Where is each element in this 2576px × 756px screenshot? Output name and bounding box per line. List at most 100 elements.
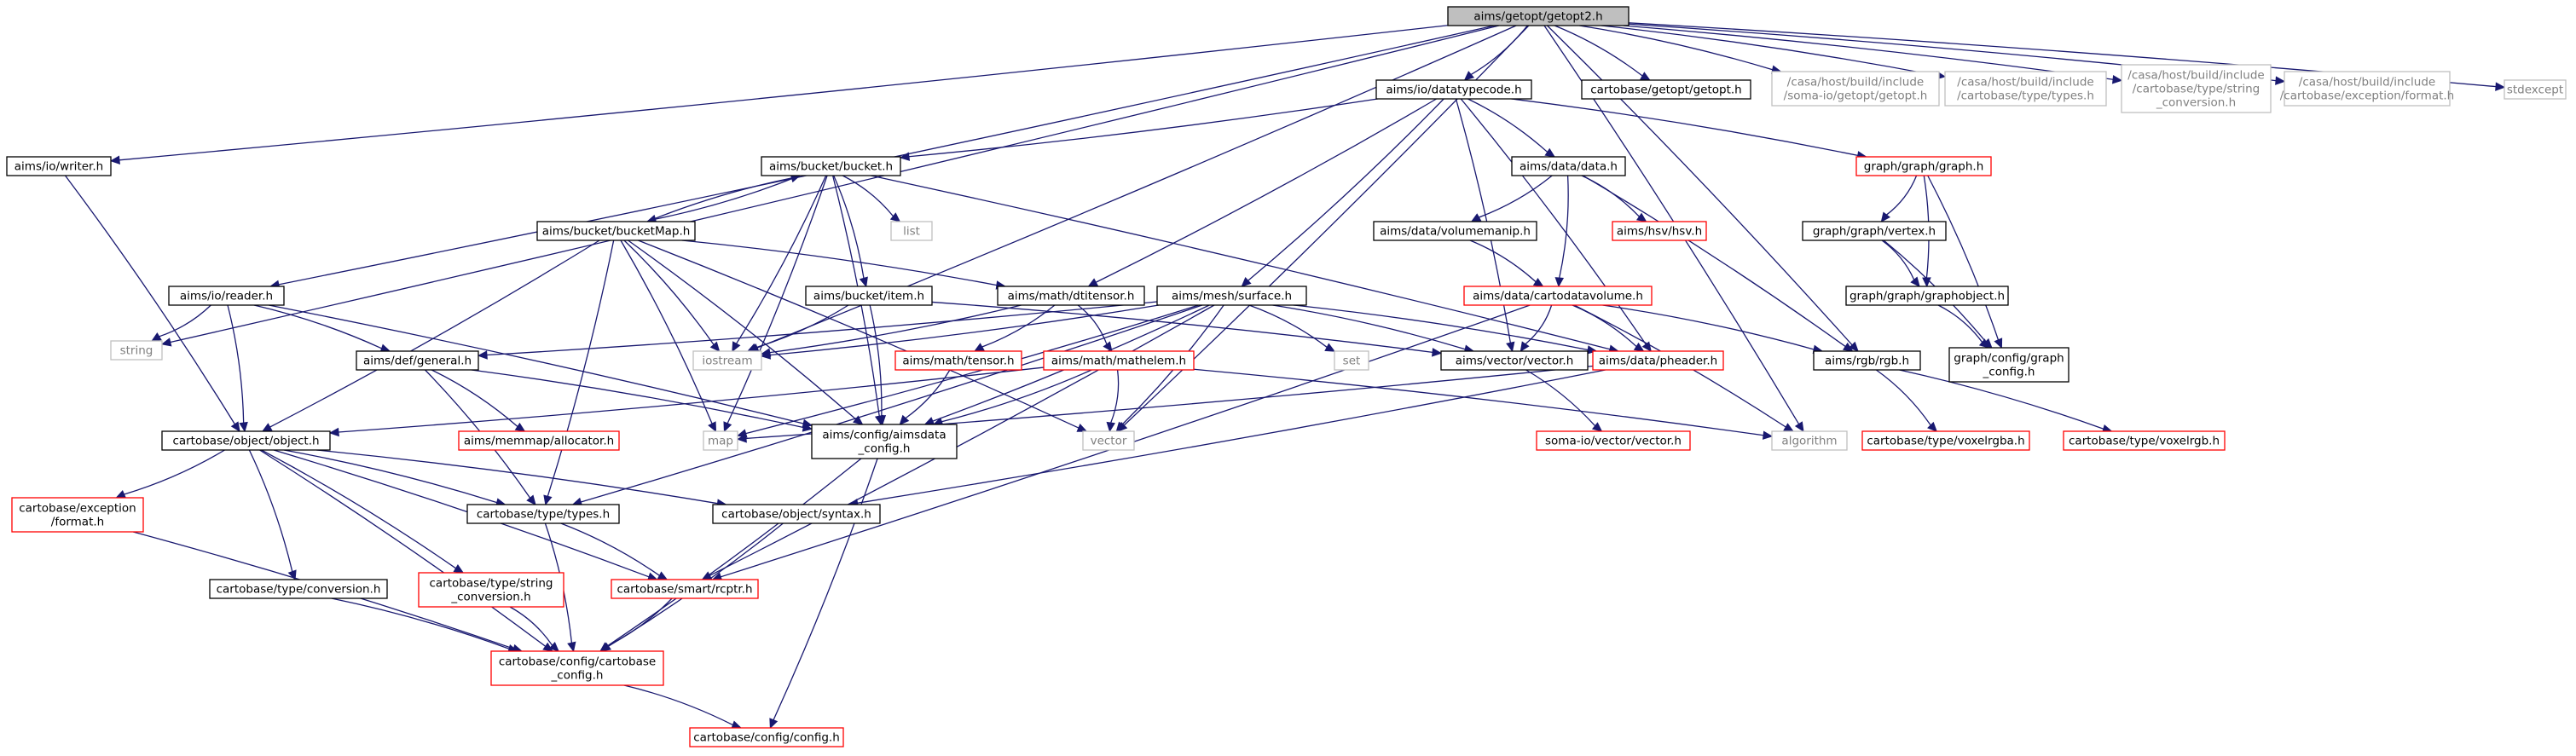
edge-item-to-aimsdata_config xyxy=(869,304,887,426)
edge-cb_config-to-config xyxy=(623,684,742,730)
edge-bucketmap-to-vector xyxy=(638,239,1088,432)
node-label: /casa/host/build/include xyxy=(2127,69,2264,83)
node-label: map xyxy=(708,435,733,448)
node-exc-format[interactable]: cartobase/exception/format.h xyxy=(11,497,144,533)
node-label: _config.h xyxy=(551,669,604,683)
node-box xyxy=(458,430,620,451)
node-graph[interactable]: graph/graph/graph.h xyxy=(1855,156,1992,176)
node-rcptr[interactable]: cartobase/smart/rcptr.h xyxy=(611,579,759,599)
node-typesh[interactable]: cartobase/type/types.h xyxy=(466,504,620,524)
node-label: _conversion.h xyxy=(450,591,530,604)
node-set: set xyxy=(1334,350,1369,371)
node-box xyxy=(1592,350,1724,371)
node-graphconfig[interactable]: graph/config/graph_config.h xyxy=(1948,347,2069,383)
node-label: aims/io/reader.h xyxy=(180,290,273,303)
node-syntax[interactable]: cartobase/object/syntax.h xyxy=(712,504,881,524)
node-volumemanip[interactable]: aims/data/volumemanip.h xyxy=(1373,221,1537,241)
node-box xyxy=(1447,6,1630,26)
node-writer[interactable]: aims/io/writer.h xyxy=(6,156,112,176)
edge-bucketmap-to-map xyxy=(620,239,717,433)
node-reader[interactable]: aims/io/reader.h xyxy=(168,286,285,306)
node-datadata[interactable]: aims/data/data.h xyxy=(1511,156,1626,176)
node-box xyxy=(1536,430,1691,451)
node-box xyxy=(1156,286,1307,306)
node-box xyxy=(1082,430,1135,451)
node-item[interactable]: aims/bucket/item.h xyxy=(805,286,933,306)
node-tensor[interactable]: aims/math/tensor.h xyxy=(894,350,1022,371)
node-graphobject[interactable]: graph/graph/graphobject.h xyxy=(1845,286,2009,306)
node-box xyxy=(1511,156,1626,176)
node-box xyxy=(1855,156,1992,176)
node-string: string xyxy=(110,340,163,361)
node-mathelem[interactable]: aims/math/mathelem.h xyxy=(1043,350,1195,371)
node-box xyxy=(466,504,620,524)
edge-objecth-to-strconv xyxy=(261,449,465,574)
node-box xyxy=(1373,221,1537,241)
node-config[interactable]: cartobase/config/config.h xyxy=(689,727,844,747)
node-label: aims/config/aimsdata xyxy=(822,429,946,442)
node-box xyxy=(6,156,112,176)
node-box xyxy=(11,497,144,533)
node-datatypecode[interactable]: aims/io/datatypecode.h xyxy=(1375,79,1532,100)
node-vertex[interactable]: graph/graph/vertex.h xyxy=(1802,221,1947,241)
node-voxelrgb[interactable]: cartobase/type/voxelrgb.h xyxy=(2063,430,2226,451)
node-dtitensor[interactable]: aims/math/dtitensor.h xyxy=(997,286,1145,306)
edge-objecth-to-cb_config xyxy=(259,449,553,652)
node-box xyxy=(703,430,738,451)
node-box xyxy=(490,650,664,686)
node-box xyxy=(811,424,958,459)
node-box xyxy=(611,579,759,599)
edge-getopt2-to-datatypecode xyxy=(1463,25,1528,81)
node-allocator[interactable]: aims/memmap/allocator.h xyxy=(458,430,620,451)
node-defgeneral[interactable]: aims/def/general.h xyxy=(356,350,479,371)
edge-mathelem-to-vector xyxy=(1106,369,1120,433)
edge-surface-to-iostream xyxy=(760,304,1159,360)
node-label: aims/vector/vector.h xyxy=(1456,355,1574,368)
node-voxelrgba[interactable]: cartobase/type/voxelrgba.h xyxy=(1861,430,2030,451)
node-somaio-vector[interactable]: soma-io/vector/vector.h xyxy=(1536,430,1691,451)
node-box xyxy=(356,350,479,371)
node-label: cartobase/type/types.h xyxy=(477,508,610,522)
node-box xyxy=(536,221,696,241)
node-strconv[interactable]: cartobase/type/string_conversion.h xyxy=(418,572,564,608)
node-objecth[interactable]: cartobase/object/object.h xyxy=(161,430,331,451)
edge-objecth-to-syntax xyxy=(315,449,727,508)
node-label: _config.h xyxy=(1983,366,2035,379)
edge-bucket-to-map xyxy=(723,175,828,433)
node-pheader[interactable]: aims/data/pheader.h xyxy=(1592,350,1724,371)
node-casa-format: /casa/host/build/include/cartobase/excep… xyxy=(2280,71,2454,107)
edge-vectorh-to-somaio_vector xyxy=(1525,369,1603,432)
node-cartodatavolume[interactable]: aims/data/cartodatavolume.h xyxy=(1463,286,1653,306)
node-label: aims/data/volumemanip.h xyxy=(1380,225,1531,239)
node-aimsdata-config[interactable]: aims/config/aimsdata_config.h xyxy=(811,424,958,459)
edge-mathelem-to-objecth xyxy=(328,366,1045,437)
node-label: cartobase/object/syntax.h xyxy=(721,508,871,522)
node-cb-getopt[interactable]: cartobase/getopt/getopt.h xyxy=(1581,79,1751,100)
node-hsv[interactable]: aims/hsv/hsv.h xyxy=(1612,221,1707,241)
node-label: aims/math/mathelem.h xyxy=(1051,355,1186,368)
node-cb-config[interactable]: cartobase/config/cartobase_config.h xyxy=(490,650,664,686)
node-rgb[interactable]: aims/rgb/rgb.h xyxy=(1813,350,1921,371)
node-label: soma-io/vector/vector.h xyxy=(1545,435,1682,448)
edge-datadata-to-cartodatavolume xyxy=(1554,175,1569,288)
node-label: aims/rgb/rgb.h xyxy=(1825,355,1909,368)
edge-graphobject-to-graphconfig xyxy=(1937,304,1990,349)
node-box xyxy=(1581,79,1751,100)
node-getopt2[interactable]: aims/getopt/getopt2.h xyxy=(1447,6,1630,26)
node-surface[interactable]: aims/mesh/surface.h xyxy=(1156,286,1307,306)
node-vectorh[interactable]: aims/vector/vector.h xyxy=(1440,350,1589,371)
node-label: stdexcept xyxy=(2507,84,2563,97)
edge-cartodatavolume-to-pheader xyxy=(1572,304,1645,352)
node-label: /soma-io/getopt/getopt.h xyxy=(1784,89,1928,103)
node-label: aims/data/pheader.h xyxy=(1599,355,1717,368)
node-box xyxy=(1463,286,1653,306)
node-conversion[interactable]: cartobase/type/conversion.h xyxy=(209,579,388,599)
node-bucket[interactable]: aims/bucket/bucket.h xyxy=(761,156,901,176)
edge-bucket-to-iostream xyxy=(732,175,827,353)
node-label: algorithm xyxy=(1781,435,1837,448)
node-label: _conversion.h xyxy=(2156,96,2236,110)
edge-rgb-to-voxelrgba xyxy=(1875,369,1938,432)
node-bucketmap[interactable]: aims/bucket/bucketMap.h xyxy=(536,221,696,241)
edge-surface-to-pheader xyxy=(1293,304,1598,355)
